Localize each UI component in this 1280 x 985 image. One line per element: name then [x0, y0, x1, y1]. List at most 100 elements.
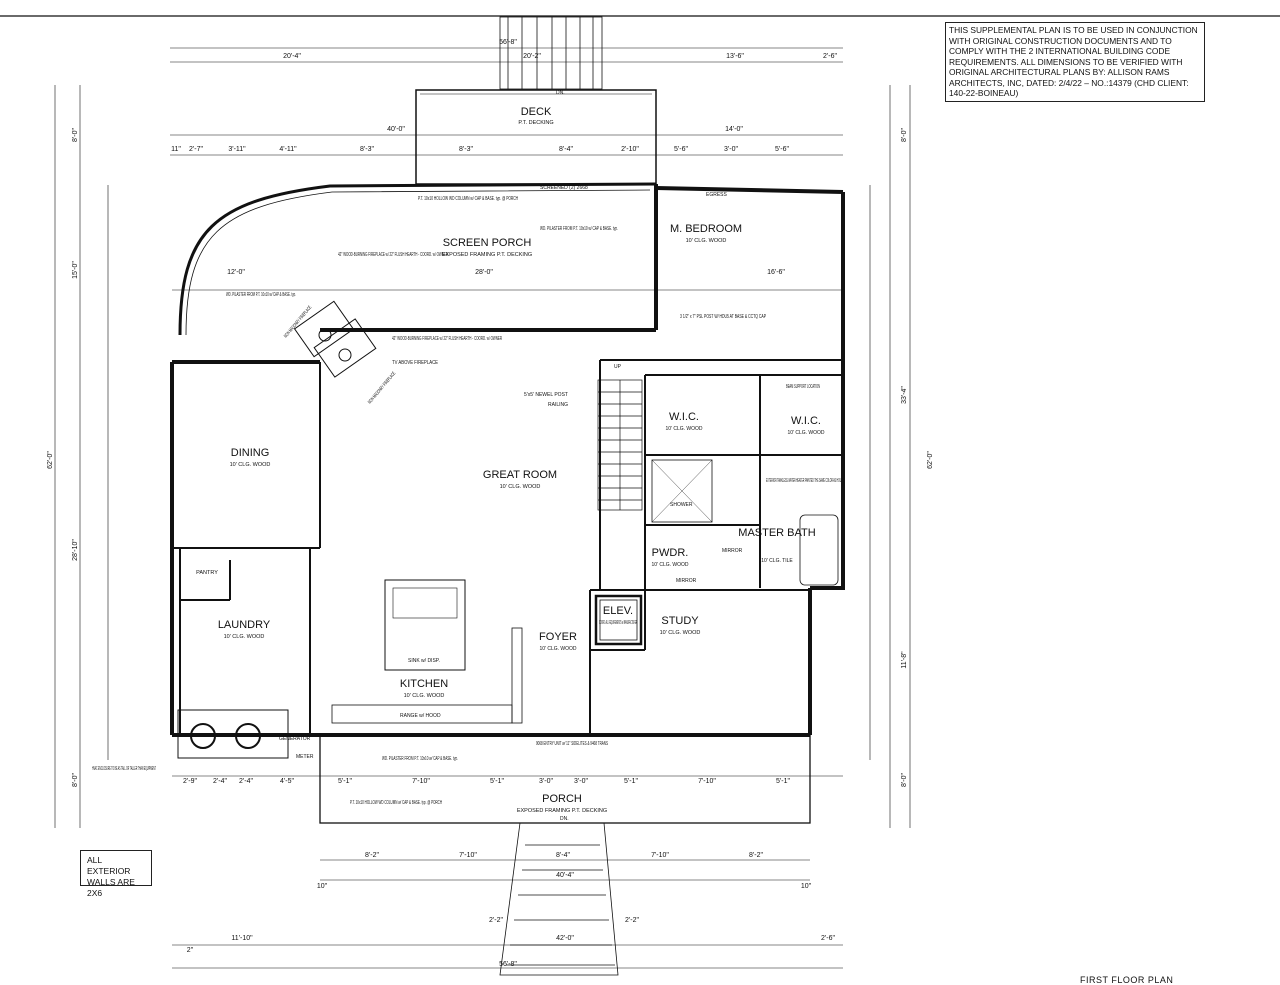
- room-m-bedroom: M. BEDROOM: [670, 223, 742, 235]
- dim-porch-28: 28'-0": [475, 269, 493, 276]
- dim-right-top: 8'-0": [901, 128, 908, 142]
- room-m-bedroom-finish: 10' CLG. WOOD: [686, 238, 727, 244]
- note-inside-fireplace: 42" WOOD-BURNING FIREPLACE w/ 22" FLUSH …: [392, 336, 502, 342]
- note-up: UP: [614, 364, 622, 370]
- dim-ten-right: 10": [801, 883, 812, 890]
- dim-p5: 8'-2": [749, 852, 763, 859]
- note-shower: SHOWER: [670, 502, 693, 508]
- dim-r1-f: 8'-3": [459, 146, 473, 153]
- dim-bot-26: 2'-6": [821, 935, 835, 942]
- dim-stair-42: 42'-0": [556, 935, 574, 942]
- dim-r1-b: 2'-7": [189, 146, 203, 153]
- room-wic-2: W.I.C.: [791, 415, 821, 427]
- dim-bot-56: 56'-8": [499, 961, 517, 968]
- dim-r1-c: 3'-11": [228, 146, 246, 153]
- note-left-pilaster: WD. PILASTER FROM P.T. 10x10 w/ CAP & BA…: [226, 292, 296, 298]
- dim-porch-12: 12'-0": [227, 269, 245, 276]
- dim-r1-a: 11": [171, 146, 181, 153]
- dim-b5: 5'-1": [338, 778, 352, 785]
- dim-b9: 3'-0": [574, 778, 588, 785]
- note-hvac: HVAC ENCLOSURE TO BE AS TALL OR TALLER T…: [92, 766, 156, 772]
- note-meter: METER: [296, 754, 314, 760]
- note-generator: GENERATOR: [279, 736, 311, 742]
- dim-r1-i: 5'-6": [674, 146, 688, 153]
- dim-left-bot: 8'-0": [72, 773, 79, 787]
- dim-right-bot: 8'-0": [901, 773, 908, 787]
- note-tv-above: TV ABOVE FIREPLACE: [392, 360, 439, 366]
- room-pwdr: PWDR.: [652, 547, 689, 559]
- dim-b8: 3'-0": [539, 778, 553, 785]
- dim-deck-width: 40'-0": [387, 126, 405, 133]
- general-note-box: THIS SUPPLEMENTAL PLAN IS TO BE USED IN …: [945, 22, 1205, 102]
- room-deck: DECK: [521, 106, 552, 118]
- dim-porch-16: 16'-6": [767, 269, 785, 276]
- room-dining: DINING: [231, 447, 270, 459]
- dim-b12: 5'-1": [776, 778, 790, 785]
- dim-b1: 2'-9": [183, 778, 197, 785]
- dim-r1-j: 3'-0": [724, 146, 738, 153]
- room-wic-1-finish: 10' CLG. WOOD: [665, 426, 702, 432]
- room-great-room-finish: 10' CLG. WOOD: [500, 484, 541, 490]
- dim-r1-e: 8'-3": [360, 146, 374, 153]
- room-pantry: PANTRY: [196, 570, 218, 576]
- room-wic-2-finish: 10' CLG. WOOD: [787, 430, 824, 436]
- dim-b2: 2'-4": [213, 778, 227, 785]
- room-laundry: LAUNDRY: [218, 619, 271, 631]
- note-masonry-2: NON MASONRY FIREPLACE: [367, 370, 398, 405]
- note-range: RANGE w/ HOOD: [400, 713, 441, 719]
- dim-p2: 7'-10": [459, 852, 477, 859]
- note-porch-pilaster: WD. PILASTER FROM P.T. 10x10 w/ CAP & BA…: [540, 226, 618, 232]
- room-kitchen: KITCHEN: [400, 678, 448, 690]
- room-elev-finish: COORD. ALL REQUIREMENTS w/ MANUFACTURER: [599, 620, 637, 626]
- dim-left-15: 15'-0": [72, 261, 79, 279]
- dim-top-c: 13'-6": [726, 53, 744, 60]
- dim-p1: 8'-2": [365, 852, 379, 859]
- dim-r1-h: 2'-10": [621, 146, 639, 153]
- dim-left-top: 8'-0": [72, 128, 79, 142]
- front-porch-outline: [319, 734, 811, 824]
- note-mirror-1: MIRROR: [722, 548, 743, 554]
- room-master-bath: MASTER BATH: [738, 527, 815, 539]
- note-beam-support: BEAM SUPPORT LOCATION: [786, 384, 820, 390]
- note-screened: SCREENED (2) 2668: [540, 185, 588, 191]
- dim-r1-k: 5'-6": [775, 146, 789, 153]
- note-dn-top: DN.: [556, 90, 565, 96]
- screen-porch-wall: [178, 182, 657, 336]
- dim-b7: 5'-1": [490, 778, 504, 785]
- note-newel: 5'x5' NEWEL POST: [524, 392, 568, 398]
- room-pwdr-finish: 10' CLG. WOOD: [651, 562, 688, 568]
- dim-top-overall: 56'-8": [499, 39, 517, 46]
- note-porch-fireplace: 42" WOOD-BURNING FIREPLACE w/ 22" FLUSH …: [338, 252, 448, 258]
- dim-top-d: 2'-6": [823, 53, 837, 60]
- room-study: STUDY: [661, 615, 699, 627]
- exterior-walls: [170, 184, 845, 737]
- note-porch-column: P.T. 10x10 HOLLOW WD COLUMN w/ CAP & BAS…: [418, 196, 518, 202]
- dim-right-14: 14'-0": [725, 126, 743, 133]
- kitchen-island: [384, 579, 466, 671]
- room-deck-finish: P.T. DECKING: [518, 120, 553, 126]
- dim-left-overall: 62'-0": [47, 451, 54, 469]
- note-front-pilaster: WD. PILASTER FROM P.T. 10x10 w/ CAP & BA…: [382, 756, 458, 762]
- room-elev: ELEV.: [603, 605, 633, 617]
- note-water-heater: EXTERIOR TANKLESS WATER HEATER PAINTED T…: [766, 478, 844, 484]
- note-mirror-2: MIRROR: [676, 578, 697, 584]
- elevator: [594, 594, 643, 646]
- note-psl-post: 3 1/2" x 7" PSL POST W/ HDU5 AT BASE & C…: [680, 314, 766, 320]
- note-front-column: P.T. 10x10 HOLLOW WD COLUMN w/ CAP & BAS…: [350, 800, 442, 806]
- dim-b10: 5'-1": [624, 778, 638, 785]
- note-egress: EGRESS: [706, 192, 728, 198]
- dim-b6: 7'-10": [412, 778, 430, 785]
- deck-outline: [415, 89, 657, 185]
- room-master-bath-finish: 10' CLG. TILE: [761, 558, 793, 564]
- dim-b4: 4'-5": [280, 778, 294, 785]
- deck-stair: [499, 16, 603, 90]
- note-sink: SINK w/ DISP.: [408, 658, 440, 664]
- exterior-walls-note: ALL EXTERIOR WALLS ARE 2X6: [80, 850, 152, 898]
- dim-r1-g: 8'-4": [559, 146, 573, 153]
- room-screen-porch: SCREEN PORCH: [443, 237, 532, 249]
- dim-stair-22b: 2'-2": [625, 917, 639, 924]
- dim-left-28: 28'-10": [72, 539, 79, 561]
- note-entry-unit: 9068 ENTRY UNIT w/ 11" SIDELITES & 9468 …: [536, 741, 608, 747]
- fireplace-inside: [313, 318, 377, 378]
